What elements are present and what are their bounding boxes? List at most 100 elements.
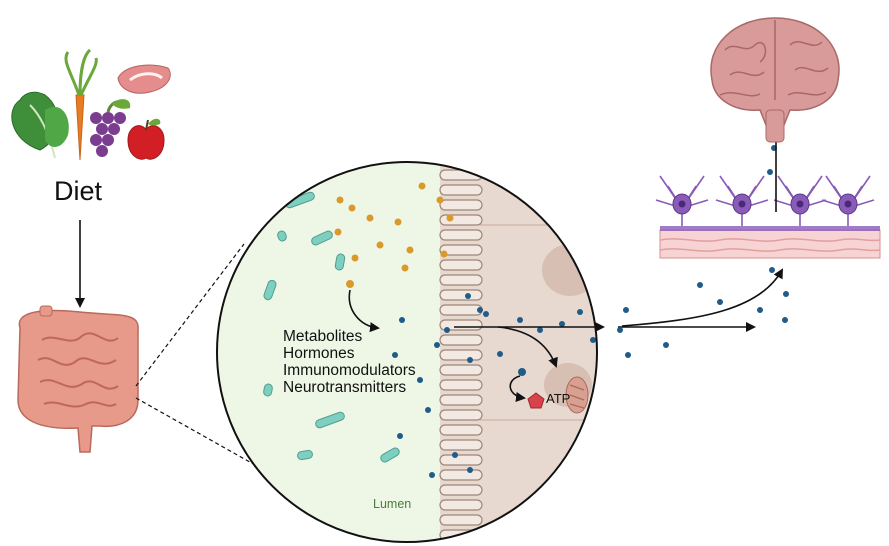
molecule-dot (625, 352, 631, 358)
bacterium (297, 449, 313, 461)
molecule-dot (465, 293, 471, 299)
villus (439, 199, 483, 211)
villus (439, 304, 483, 316)
molecule-label-immunomodulators: Immunomodulators (283, 362, 416, 379)
molecule-label-neurotransmitters: Neurotransmitters (283, 379, 407, 396)
villus (439, 469, 483, 481)
molecule-dot (397, 433, 403, 439)
villus (439, 424, 483, 436)
intestine-icon (17, 305, 139, 453)
villus (439, 364, 483, 376)
metabolite-dot (406, 246, 414, 254)
molecule-dot (434, 342, 440, 348)
molecule-dot (417, 377, 423, 383)
molecule-dot (767, 169, 773, 175)
metabolite-dot (366, 214, 374, 222)
bacterium (263, 383, 273, 397)
metabolite-dot (418, 182, 426, 190)
molecule-dot (399, 317, 405, 323)
villus (439, 349, 483, 361)
villus (439, 274, 483, 286)
villus (439, 334, 483, 346)
neuron (821, 175, 875, 226)
neuron (773, 175, 827, 226)
villus (439, 499, 483, 511)
bacterium (263, 279, 277, 301)
molecule-dot (782, 317, 788, 323)
zoom-line-bottom (135, 397, 297, 489)
to-bbb-arrow (621, 268, 783, 327)
villus (439, 514, 483, 526)
bacteria-release-arrow (348, 289, 380, 333)
mitochondrion-icon (565, 376, 589, 414)
molecule-dot (617, 327, 623, 333)
villus (439, 409, 483, 421)
molecule-label-metabolites: Metabolites (283, 328, 363, 345)
atp-icon (527, 392, 545, 409)
molecule-dot (590, 337, 596, 343)
atp-label: ATP (546, 391, 571, 406)
molecule-dot (467, 467, 473, 473)
molecule-dot (623, 307, 629, 313)
neuron (715, 175, 769, 226)
villus (439, 289, 483, 301)
neuron-icon (655, 175, 875, 226)
molecule-dot (559, 321, 565, 327)
villus (439, 229, 483, 241)
blood-vessel (659, 226, 881, 259)
brain-icon (710, 17, 840, 143)
molecule-dot (483, 311, 489, 317)
molecule-dot (757, 307, 763, 313)
villus (439, 484, 483, 496)
molecule-dot (425, 407, 431, 413)
bacterium (311, 230, 333, 246)
molecule-dot (444, 327, 450, 333)
metabolite-dot (440, 250, 448, 258)
villus (439, 454, 483, 466)
molecule-label-hormones: Hormones (283, 345, 355, 362)
neuron (655, 175, 709, 226)
molecule-dot (429, 472, 435, 478)
molecule-dot (769, 267, 775, 273)
villus (439, 394, 483, 406)
vegetables-icon (11, 48, 171, 161)
villus (439, 439, 483, 451)
bacteria-icon (263, 191, 400, 463)
villus (439, 244, 483, 256)
metabolite-dot (436, 196, 444, 204)
molecule-dot (467, 357, 473, 363)
molecule-dot (452, 452, 458, 458)
bacterium (380, 447, 400, 463)
molecule-dot (717, 299, 723, 305)
molecule-dot (663, 342, 669, 348)
zoom-line-top (135, 243, 245, 387)
gut-zoom-circle (216, 161, 598, 543)
metabolite-dot (401, 264, 409, 272)
metabolite-dot (394, 218, 402, 226)
metabolite-dot (446, 214, 454, 222)
molecule-dot (577, 309, 583, 315)
diet-label: Diet (54, 176, 103, 206)
villus (439, 259, 483, 271)
atp-arrow (509, 375, 526, 402)
metabolite-dot (348, 204, 356, 212)
villus (439, 379, 483, 391)
molecule-dot (517, 317, 523, 323)
bacterium (334, 253, 346, 271)
metabolite-dot (351, 254, 359, 262)
bacterium (277, 230, 287, 242)
molecule-dot (497, 351, 503, 357)
molecule-dot (477, 307, 483, 313)
lumen-label: Lumen (373, 497, 412, 511)
villus (439, 214, 483, 226)
molecule-dot (697, 282, 703, 288)
metabolite-dot (336, 196, 344, 204)
molecule-dot (783, 291, 789, 297)
villus (439, 184, 483, 196)
metabolite-dot (334, 228, 342, 236)
bacterium (315, 411, 345, 429)
to-mitochondria-arrow (497, 326, 558, 368)
molecule-dot (537, 327, 543, 333)
molecule-dot (392, 352, 398, 358)
